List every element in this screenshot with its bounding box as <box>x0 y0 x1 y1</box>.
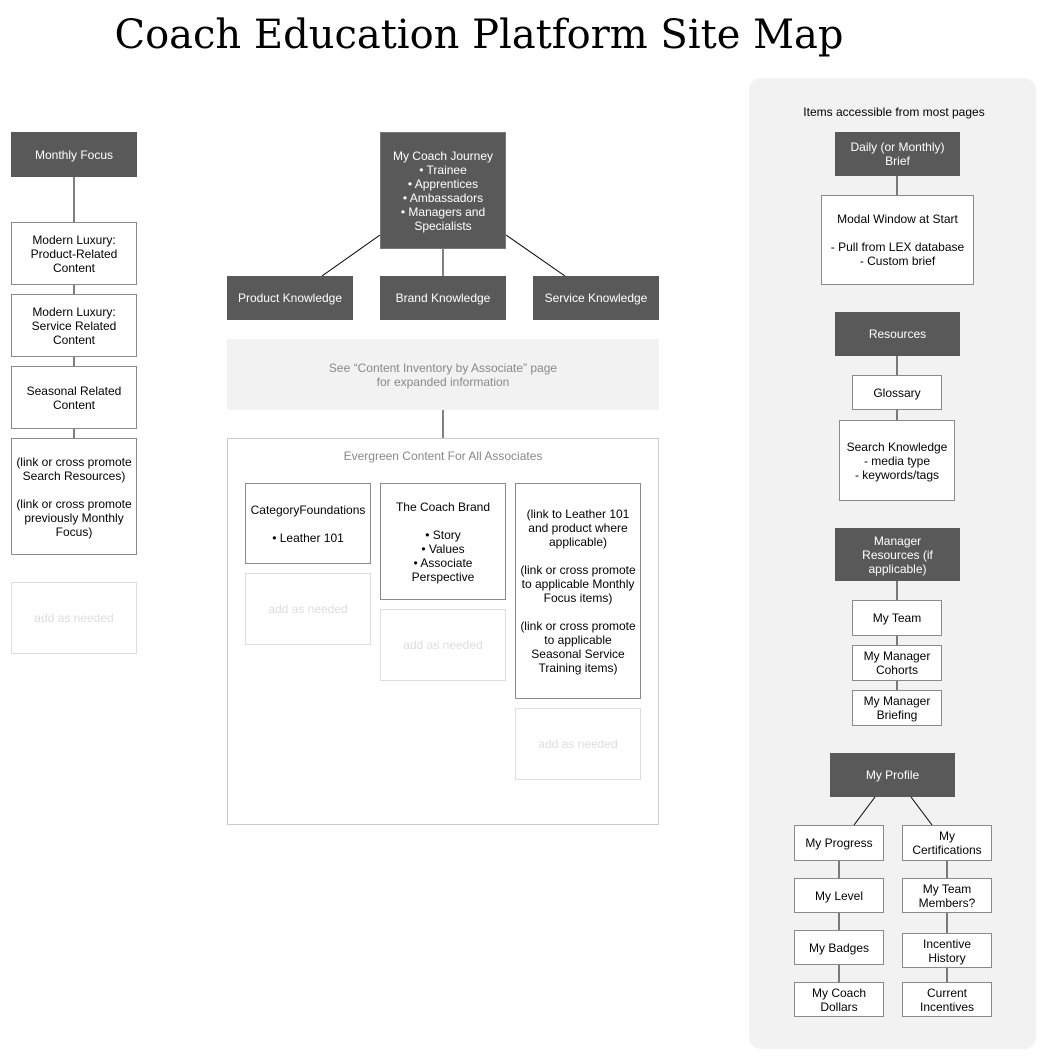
node-resources[interactable]: Resources <box>835 312 960 356</box>
node-cross-promote[interactable]: (link or cross promote Search Resources)… <box>11 438 137 555</box>
node-my-team[interactable]: My Team <box>852 600 942 636</box>
node-incentive-history[interactable]: Incentive History <box>902 933 992 968</box>
node-my-progress[interactable]: My Progress <box>794 825 884 861</box>
evergreen-title: Evergreen Content For All Associates <box>343 449 543 463</box>
node-add-as-needed[interactable]: add as needed <box>515 708 641 780</box>
node-manager-resources[interactable]: Manager Resources (if applicable) <box>835 528 960 581</box>
node-brand-knowledge[interactable]: Brand Knowledge <box>380 276 506 320</box>
evergreen-container <box>227 438 659 825</box>
node-my-certifications[interactable]: My Certifications <box>902 825 992 861</box>
node-add-as-needed[interactable]: add as needed <box>245 573 371 645</box>
node-my-level[interactable]: My Level <box>794 878 884 913</box>
node-service-knowledge[interactable]: Service Knowledge <box>533 276 659 320</box>
node-manager-briefing[interactable]: My Manager Briefing <box>852 690 942 726</box>
node-seasonal-content[interactable]: Seasonal Related Content <box>11 366 137 429</box>
node-product-knowledge[interactable]: Product Knowledge <box>227 276 353 320</box>
node-product-content[interactable]: Modern Luxury: Product-Related Content <box>11 222 137 285</box>
node-my-profile[interactable]: My Profile <box>830 753 955 797</box>
node-category-foundations[interactable]: CategoryFoundations • Leather 101 <box>245 483 371 564</box>
node-add-as-needed[interactable]: add as needed <box>11 582 137 654</box>
node-add-as-needed[interactable]: add as needed <box>380 609 506 681</box>
node-search-knowledge[interactable]: Search Knowledge - media type - keywords… <box>839 420 955 501</box>
node-coach-journey[interactable]: My Coach Journey • Trainee • Apprentices… <box>380 132 506 249</box>
node-my-badges[interactable]: My Badges <box>794 930 884 965</box>
node-manager-cohorts[interactable]: My Manager Cohorts <box>852 645 942 681</box>
node-service-content[interactable]: Modern Luxury: Service Related Content <box>11 294 137 357</box>
node-my-coach-dollars[interactable]: My Coach Dollars <box>794 982 884 1017</box>
node-my-team-members[interactable]: My Team Members? <box>902 878 992 913</box>
node-current-incentives[interactable]: Current Incentives <box>902 982 992 1017</box>
page-title: Coach Education Platform Site Map <box>114 12 844 58</box>
node-coach-brand[interactable]: The Coach Brand • Story • Values • Assoc… <box>380 483 506 600</box>
node-glossary[interactable]: Glossary <box>852 375 942 410</box>
panel-header: Items accessible from most pages <box>803 105 985 119</box>
node-daily-brief[interactable]: Daily (or Monthly) Brief <box>835 132 960 176</box>
node-monthly-focus[interactable]: Monthly Focus <box>11 132 137 177</box>
node-link-notes[interactable]: (link to Leather 101 and product where a… <box>515 483 641 699</box>
node-modal-window[interactable]: Modal Window at Start - Pull from LEX da… <box>821 195 974 285</box>
content-inventory-note: See “Content Inventory by Associate” pag… <box>227 339 659 410</box>
